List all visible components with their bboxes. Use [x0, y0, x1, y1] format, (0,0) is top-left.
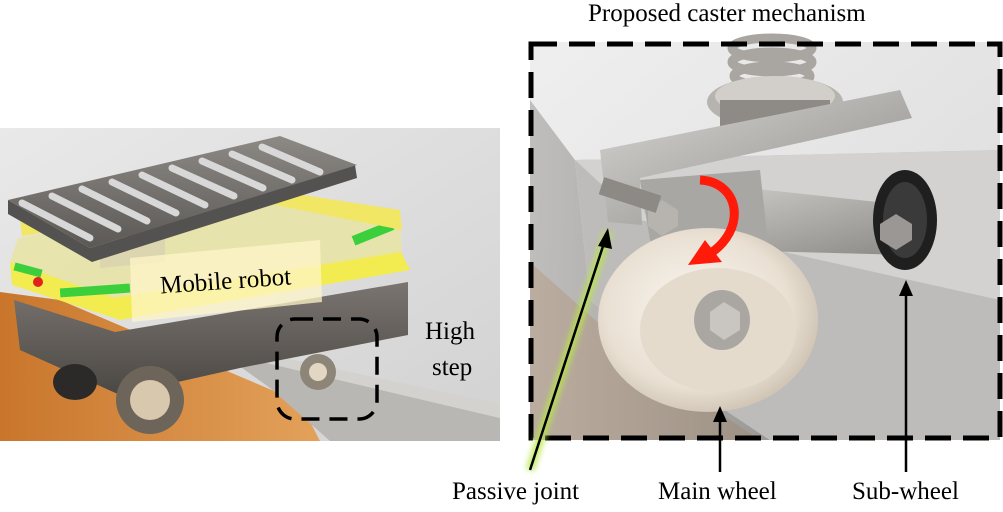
robot-green-strip-mid	[59, 283, 131, 298]
robot-green-strip-right	[351, 220, 395, 246]
right-step-face	[530, 100, 770, 440]
passive-joint-label: Passive joint	[452, 478, 580, 505]
right-panel	[528, 33, 1003, 441]
robot-caster-wheel-hub	[309, 363, 327, 381]
robot-rear-wheel	[53, 364, 97, 400]
rotation-arrowhead	[688, 240, 722, 265]
left-panel	[0, 128, 500, 441]
robot	[8, 136, 410, 434]
rollers	[18, 143, 324, 242]
robot-label-box	[130, 240, 322, 322]
passive-joint-shaft	[598, 177, 662, 213]
caster-frame	[528, 41, 1003, 441]
main-wheel-nut	[710, 302, 740, 340]
robot-front-wheel-hub	[130, 380, 170, 420]
rotation-arrow	[699, 175, 739, 259]
sub-wheel-nut	[880, 214, 912, 250]
robot-green-strip-left	[13, 262, 43, 278]
left-step	[220, 352, 500, 441]
panel-title: Proposed caster mechanism	[588, 0, 866, 27]
robot-yellow-band-top	[10, 196, 402, 298]
robot-upper-frame	[20, 186, 402, 236]
sub-wheel-arrowhead	[899, 280, 913, 296]
high-step-label-line1: High	[425, 318, 475, 345]
robot-lower-body	[14, 282, 408, 395]
caster-bracket	[600, 90, 912, 225]
main-wheel-arrowhead	[713, 406, 727, 422]
high-step-label-line2: step	[432, 354, 473, 381]
caster-callout-box	[275, 317, 379, 421]
passive-joint-arrow	[528, 239, 607, 471]
passive-joint-arrowhead	[598, 228, 612, 249]
robot-red-light	[33, 277, 43, 287]
pointer-arrows	[525, 228, 913, 472]
sub-wheel-label: Sub-wheel	[852, 478, 959, 505]
main-wheel-label: Main wheel	[658, 478, 777, 505]
